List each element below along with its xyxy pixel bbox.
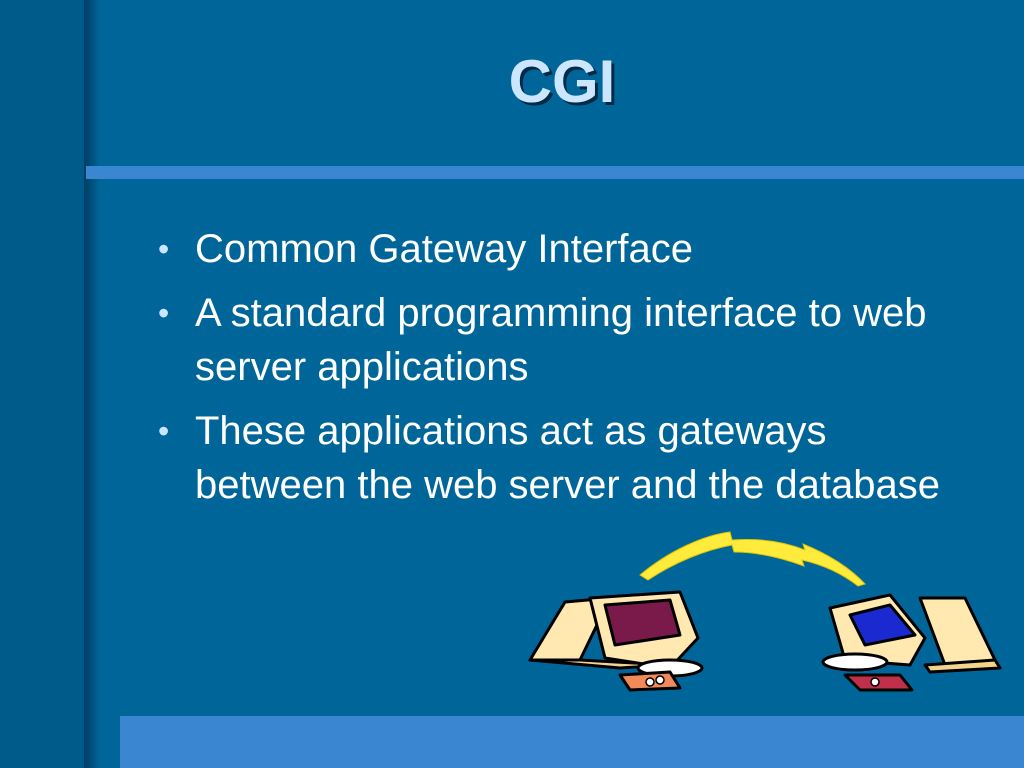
bullet-item: • These applications act as gateways bet…	[150, 404, 950, 512]
bullet-dot: •	[158, 413, 170, 449]
left-margin-shadow	[84, 0, 100, 768]
left-margin-bar	[0, 0, 120, 768]
slide-title: CGI	[508, 48, 616, 115]
bullet-dot: •	[158, 231, 170, 267]
computer-icon	[528, 590, 704, 692]
bullet-text: A standard programming interface to web …	[195, 291, 927, 389]
bullet-dot: •	[158, 295, 170, 331]
bullet-text: These applications act as gateways betwe…	[195, 409, 940, 507]
bullet-item: • Common Gateway Interface	[150, 222, 950, 276]
footer-band	[120, 716, 1024, 768]
title-divider	[86, 166, 1024, 179]
lightning-bolt-icon	[639, 531, 866, 587]
computer-icon	[821, 593, 1002, 692]
bullet-item: • A standard programming interface to we…	[150, 286, 950, 394]
bullet-text: Common Gateway Interface	[195, 227, 693, 271]
bullet-list: • Common Gateway Interface • A standard …	[150, 222, 950, 522]
network-clipart	[528, 531, 1002, 692]
